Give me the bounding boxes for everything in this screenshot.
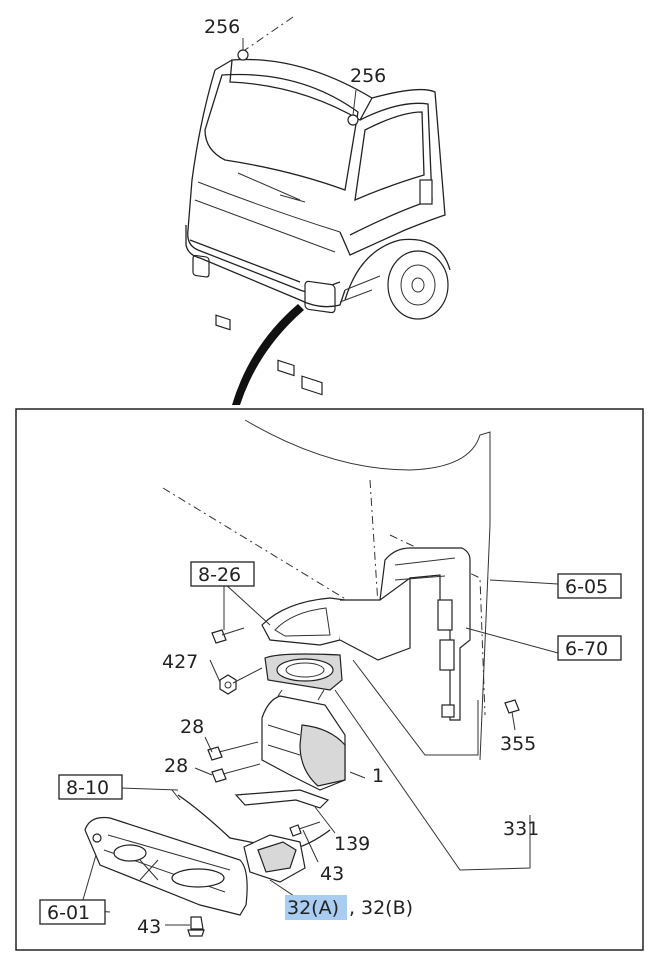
callout-28-lower: 28 bbox=[164, 755, 188, 777]
callout-6-05: 6-05 bbox=[565, 576, 608, 598]
exploded-view bbox=[84, 419, 520, 937]
callout-32-separator: , bbox=[349, 897, 355, 919]
callout-1: 1 bbox=[372, 765, 384, 787]
callout-43-bottom: 43 bbox=[137, 916, 161, 938]
callout-8-26: 8-26 bbox=[198, 564, 241, 586]
callout-256-roof: 256 bbox=[204, 16, 240, 38]
callout-28-upper: 28 bbox=[180, 716, 204, 738]
callout-6-70: 6-70 bbox=[565, 638, 608, 660]
callout-6-01: 6-01 bbox=[47, 902, 90, 924]
callout-139: 139 bbox=[334, 833, 370, 855]
callout-256-side: 256 bbox=[350, 65, 386, 87]
callout-32b[interactable]: 32(B) bbox=[361, 897, 413, 919]
highlight-32a bbox=[285, 895, 347, 920]
callout-43-mid: 43 bbox=[320, 863, 344, 885]
callout-8-10: 8-10 bbox=[66, 777, 109, 799]
callout-427: 427 bbox=[162, 651, 198, 673]
callout-355: 355 bbox=[500, 733, 536, 755]
truck-cab-illustration bbox=[185, 16, 451, 405]
leader-lines bbox=[79, 579, 559, 926]
callout-32a[interactable]: 32(A) bbox=[287, 897, 339, 919]
detail-frame bbox=[15, 408, 644, 951]
callout-331: 331 bbox=[503, 818, 539, 840]
